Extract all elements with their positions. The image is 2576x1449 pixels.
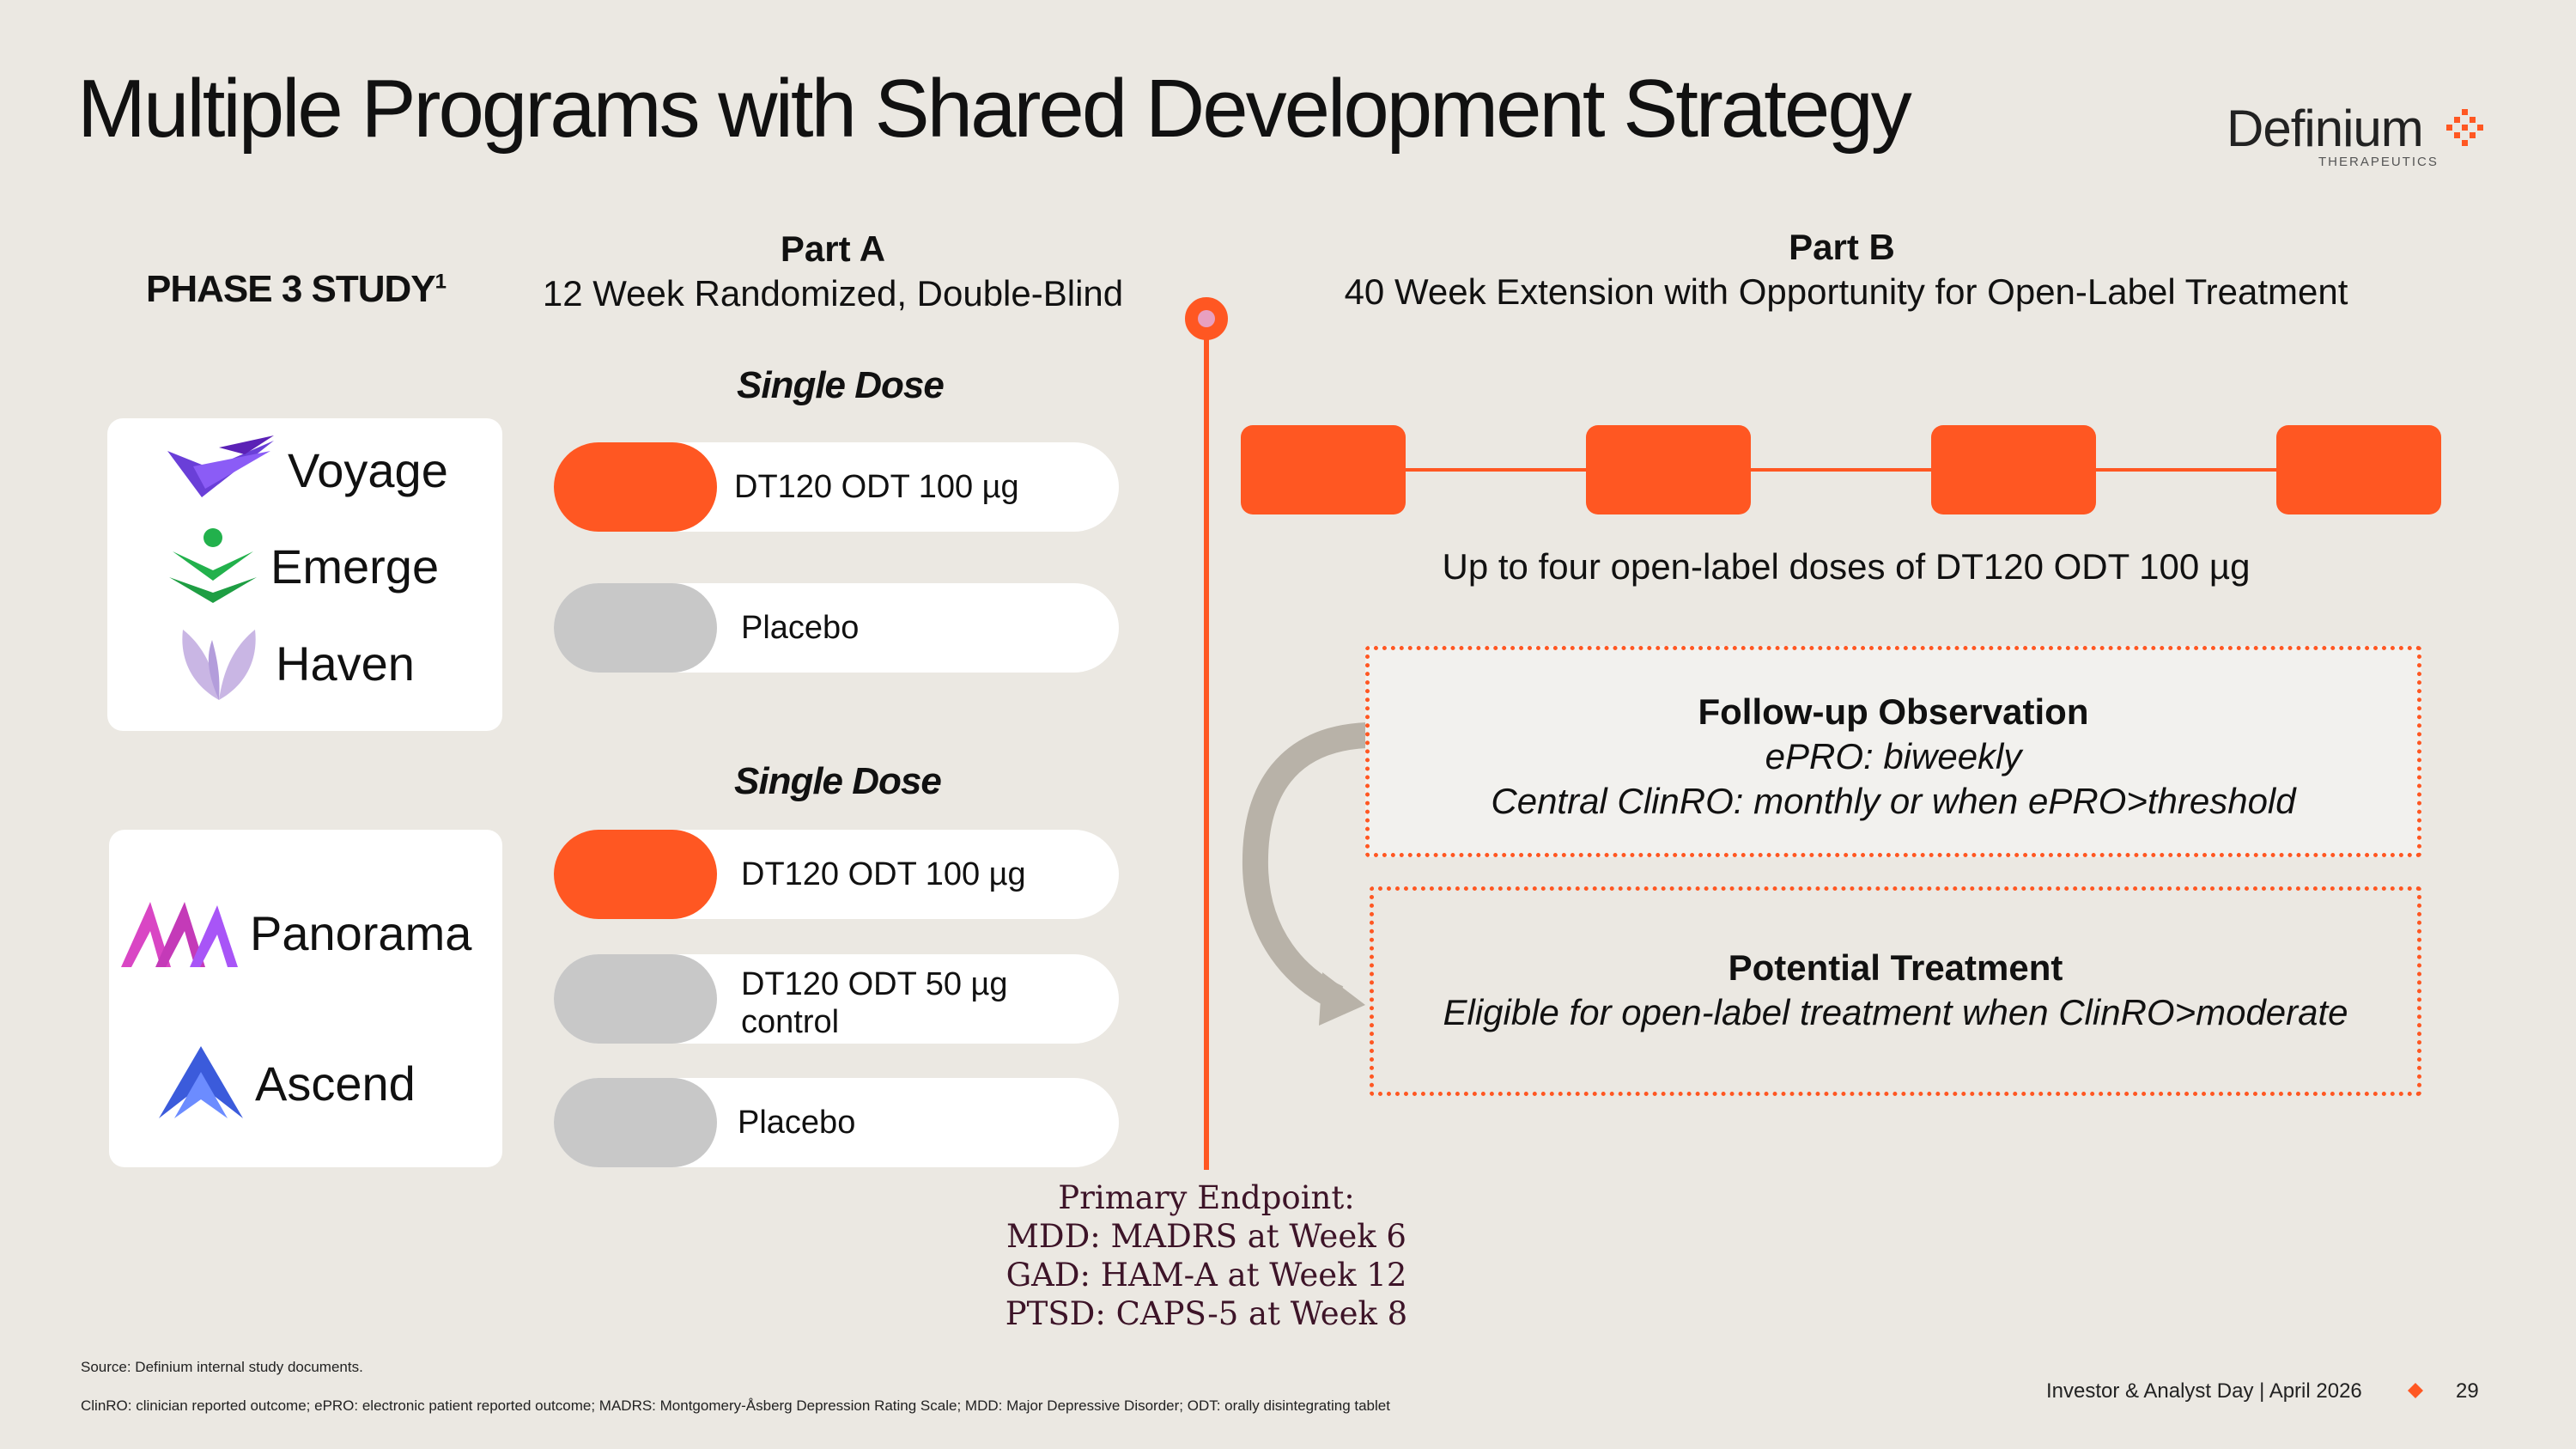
- capsule-gray: [554, 1078, 717, 1167]
- endpoint-title: Primary Endpoint:: [1058, 1179, 1355, 1216]
- curved-arrow-icon: [1242, 722, 1368, 1026]
- capsule-orange: [554, 830, 717, 919]
- followup-observation-box: Follow-up Observation ePRO: biweekly Cen…: [1365, 646, 2421, 857]
- arm-pill-g2-dt120-50: DT120 ODT 50 µg control: [554, 954, 1119, 1044]
- endpoint-ptsd: PTSD: CAPS-5 at Week 8: [1005, 1295, 1408, 1332]
- arm-label: Placebo: [741, 610, 860, 646]
- footer-event: Investor & Analyst Day | April 2026: [2046, 1379, 2362, 1403]
- part-a-title: Part A: [780, 228, 886, 269]
- voyage-wings-icon: [167, 435, 274, 497]
- open-label-dose-box: [1241, 425, 1406, 514]
- group2-programs-card: Panorama Ascend: [109, 830, 502, 1167]
- group1-programs-card: Voyage Emerge Haven: [107, 418, 502, 731]
- potential-treatment-box: Potential Treatment Eligible for open-la…: [1370, 886, 2421, 1096]
- program-voyage: Voyage: [167, 435, 448, 504]
- open-label-dose-line: [1322, 468, 2439, 472]
- part-b-title: Part B: [1789, 227, 1895, 267]
- footnote-source: Source: Definium internal study document…: [81, 1359, 363, 1375]
- program-name-panorama: Panorama: [250, 905, 472, 960]
- treatment-line1: Eligible for open-label treatment when C…: [1443, 992, 2348, 1032]
- program-name-emerge: Emerge: [270, 539, 440, 594]
- arm-pill-g2-placebo: Placebo: [554, 1078, 1119, 1167]
- open-label-caption: Up to four open-label doses of DT120 ODT…: [1442, 546, 2251, 587]
- program-emerge: Emerge: [167, 527, 439, 605]
- capsule-orange: [554, 442, 717, 532]
- panorama-peaks-icon: [121, 902, 238, 967]
- company-logo-subtitle: THERAPEUTICS: [2318, 155, 2439, 169]
- program-panorama: Panorama: [121, 897, 471, 969]
- capsule-gray: [554, 954, 717, 1044]
- part-a-subtitle: 12 Week Randomized, Double-Blind: [542, 273, 1124, 314]
- arm-label: DT120 ODT 100 µg: [741, 856, 1026, 892]
- company-logo-text: Definium: [2227, 100, 2424, 157]
- primary-endpoint: Primary Endpoint: MDD: MADRS at Week 6 G…: [945, 1178, 1468, 1333]
- endpoint-mdd: MDD: MADRS at Week 6: [1006, 1218, 1406, 1255]
- arm-pill-g1-dt120-100: DT120 ODT 100 µg: [554, 442, 1119, 532]
- arm-pill-g1-placebo: Placebo: [554, 583, 1119, 673]
- footnote-abbreviations: ClinRO: clinician reported outcome; ePRO…: [81, 1397, 1390, 1414]
- open-label-dose-box: [1586, 425, 1751, 514]
- timeline-marker-center: [1198, 310, 1215, 327]
- program-name-voyage: Voyage: [288, 442, 448, 497]
- arm-label: Placebo: [738, 1105, 856, 1141]
- program-name-ascend: Ascend: [255, 1056, 416, 1111]
- ascend-arrow-icon: [159, 1046, 243, 1118]
- open-label-dose-box: [2276, 425, 2441, 514]
- endpoint-gad: GAD: HAM-A at Week 12: [1005, 1257, 1407, 1294]
- arm-pill-g2-dt120-100: DT120 ODT 100 µg: [554, 830, 1119, 919]
- followup-line1: ePRO: biweekly: [1765, 736, 2022, 776]
- followup-title: Follow-up Observation: [1698, 691, 2089, 732]
- page-number: 29: [2456, 1379, 2479, 1403]
- diamond-bullet-icon: [2408, 1383, 2423, 1398]
- program-ascend: Ascend: [159, 1046, 416, 1120]
- arm-label: DT120 ODT 100 µg: [734, 469, 1019, 505]
- group1-dose-label: Single Dose: [737, 364, 945, 406]
- arm-label-line2: control: [741, 1004, 840, 1040]
- capsule-gray: [554, 583, 717, 673]
- treatment-title: Potential Treatment: [1728, 947, 2063, 988]
- timeline-marker-icon: [1185, 297, 1228, 340]
- emerge-figure-icon: [169, 528, 257, 603]
- program-haven: Haven: [174, 624, 415, 702]
- phase3-study-text: PHASE 3 STUDY: [146, 268, 436, 310]
- phase3-study-label: PHASE 3 STUDY1: [146, 268, 447, 311]
- group2-dose-label: Single Dose: [734, 760, 942, 802]
- footnote-marker: 1: [434, 270, 447, 294]
- arm-label: DT120 ODT 50 µg: [741, 966, 1008, 1002]
- dotted-diamond-icon: [2446, 109, 2483, 146]
- part-b-subtitle: 40 Week Extension with Opportunity for O…: [1344, 271, 2348, 312]
- page-title: Multiple Programs with Shared Developmen…: [77, 63, 1912, 155]
- haven-leaves-icon: [182, 630, 256, 700]
- timeline-divider: [1204, 320, 1209, 1170]
- open-label-dose-box: [1931, 425, 2096, 514]
- followup-line2: Central ClinRO: monthly or when ePRO>thr…: [1491, 781, 2296, 821]
- program-name-haven: Haven: [276, 636, 415, 691]
